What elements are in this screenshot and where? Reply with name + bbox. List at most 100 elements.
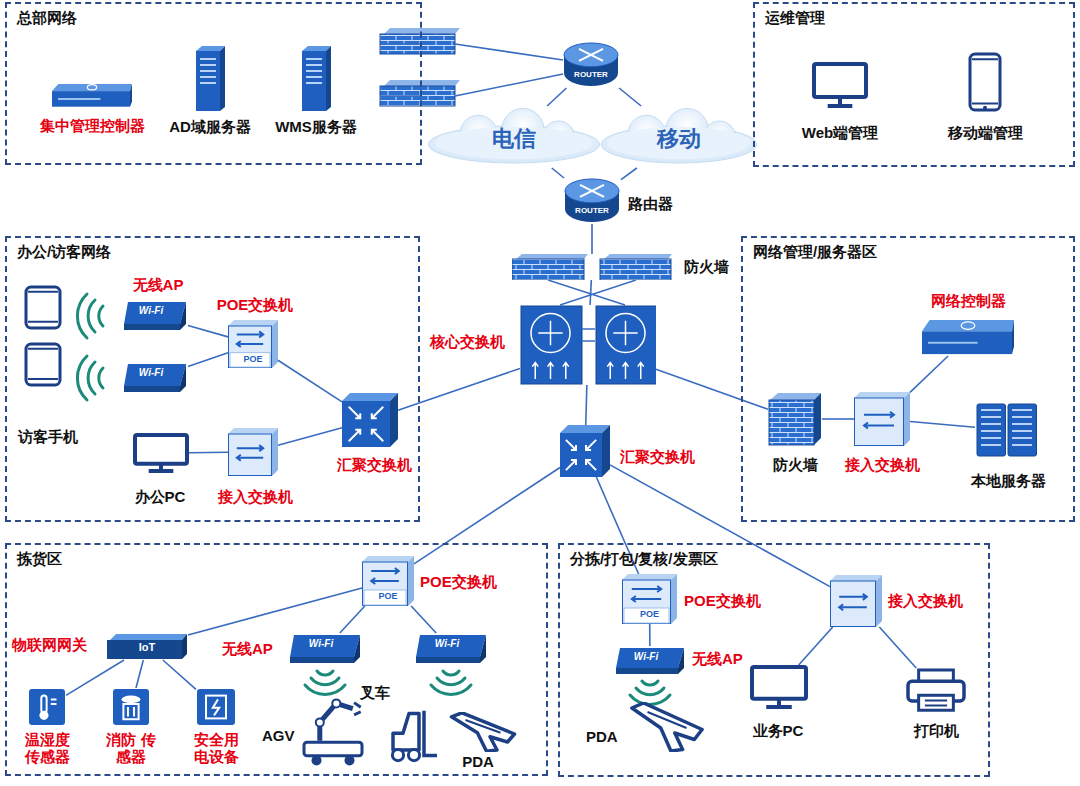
icon-part — [77, 356, 103, 400]
network-link — [411, 606, 436, 633]
icon-part — [452, 713, 515, 751]
device-label: 核心交换机 — [430, 333, 505, 350]
core-cross-links — [548, 280, 636, 305]
device-label: 接入交换机 — [218, 488, 293, 505]
icon-part — [814, 64, 866, 97]
icon-part — [616, 668, 678, 674]
icon-part — [830, 575, 882, 581]
icon-text: Wi-Fi — [414, 639, 480, 649]
device-cloud: 电信 — [425, 106, 603, 168]
icon-part — [312, 755, 322, 765]
phones-icon — [22, 285, 64, 387]
ctrl-icon — [920, 318, 1016, 356]
icon-part — [1012, 409, 1032, 411]
icon-part — [602, 425, 610, 477]
icon-part — [580, 185, 604, 197]
icon-text: Wi-Fi — [614, 652, 678, 662]
device-label: 办公PC — [135, 488, 186, 505]
icon-part — [362, 556, 414, 562]
icon-part — [970, 54, 1000, 110]
sensorT-icon — [28, 688, 66, 726]
zone-title: 运维管理 — [765, 9, 825, 28]
network-link — [163, 660, 196, 689]
device-label: WMS服务器 — [275, 118, 357, 135]
icon-part — [981, 409, 1001, 411]
icon-part — [220, 46, 225, 111]
icon-part — [622, 574, 677, 580]
icon-part — [306, 58, 322, 60]
icon-part — [237, 455, 263, 461]
icon-text: ROUTER — [562, 71, 620, 79]
network-zone: 网络管理/服务器区网络控制器防火墙接入交换机本地服务器 — [741, 236, 1075, 522]
icon-part — [1012, 320, 1014, 354]
device-ctrl: 网络控制器 — [920, 318, 1016, 356]
device-monitor: 业务PC — [750, 665, 808, 709]
icon-part — [28, 349, 58, 379]
device-label: 业务PC — [753, 722, 804, 739]
icon-part — [600, 259, 671, 280]
icon-part — [1012, 423, 1032, 425]
device-monitor: Web端管理 — [812, 62, 868, 108]
network-zone: 运维管理 Web端管理 移动端管理 — [753, 2, 1075, 167]
icon-part — [981, 430, 1001, 432]
icon-part — [408, 749, 419, 760]
icon-part — [922, 331, 1012, 354]
network-link — [552, 168, 564, 178]
icon-part — [564, 43, 618, 67]
icon-part — [972, 59, 998, 103]
device-sw: 接入交换机 — [830, 575, 882, 627]
servers-icon — [975, 402, 1037, 458]
icon-part — [52, 84, 132, 91]
icon-part — [128, 707, 134, 717]
icon-part — [52, 91, 130, 107]
icon-part — [306, 76, 322, 78]
icon-part — [981, 416, 1001, 418]
icon-part — [408, 556, 414, 606]
monitor-icon — [750, 665, 808, 709]
device-label: 汇聚交换机 — [337, 456, 412, 473]
wifi-waves — [77, 294, 670, 704]
icon-part — [306, 82, 322, 84]
icon-part — [77, 294, 103, 338]
icon-part — [349, 407, 361, 419]
device-label: 网络控制器 — [931, 292, 1006, 309]
device-phone: 移动端管理 — [968, 52, 1002, 112]
network-link — [136, 660, 143, 688]
icon-part — [839, 604, 867, 610]
device-label: POE交换机 — [684, 592, 761, 609]
device-label: 无线AP — [692, 650, 743, 667]
device-label: 访客手机 — [18, 428, 78, 445]
icon-part — [855, 398, 904, 446]
wall-icon — [768, 392, 822, 446]
device-label: 汇聚交换机 — [620, 448, 695, 465]
network-link — [189, 451, 228, 453]
icon-part — [304, 742, 362, 756]
icon-part — [839, 594, 867, 600]
icon-text: POE — [228, 355, 278, 364]
server-icon — [300, 45, 332, 113]
icon-part — [1012, 416, 1032, 418]
icon-part — [39, 711, 48, 720]
ctrl-icon — [50, 82, 134, 108]
sw-icon — [830, 575, 882, 627]
device-label: 温湿度 传感器 — [21, 731, 73, 766]
icon-part — [302, 46, 331, 51]
device-monitor: 办公PC — [133, 433, 189, 473]
sw-icon — [228, 428, 278, 476]
device-sw: 接入交换机 — [228, 428, 278, 476]
network-link — [278, 428, 342, 446]
icon-part — [372, 430, 384, 442]
icon-text: ROUTER — [563, 207, 621, 215]
icon-part — [302, 51, 326, 111]
device-ap: Wi-Fi — [122, 362, 188, 394]
device-label: Web端管理 — [802, 124, 878, 141]
network-link — [610, 465, 830, 587]
network-link — [188, 588, 362, 635]
device-agg: 汇聚交换机 — [342, 393, 398, 447]
icon-part — [237, 341, 263, 347]
hq-firewall — [380, 28, 460, 106]
device-label: 本地服务器 — [971, 472, 1046, 489]
network-zone: 办公/访客网络访客手机Wi-Fi无线APWi-FiPOEPOE交换机办公PC接入… — [5, 236, 420, 522]
device-label: 物联网网关 — [12, 636, 87, 653]
device-ap: Wi-Fi无线AP — [288, 633, 362, 665]
